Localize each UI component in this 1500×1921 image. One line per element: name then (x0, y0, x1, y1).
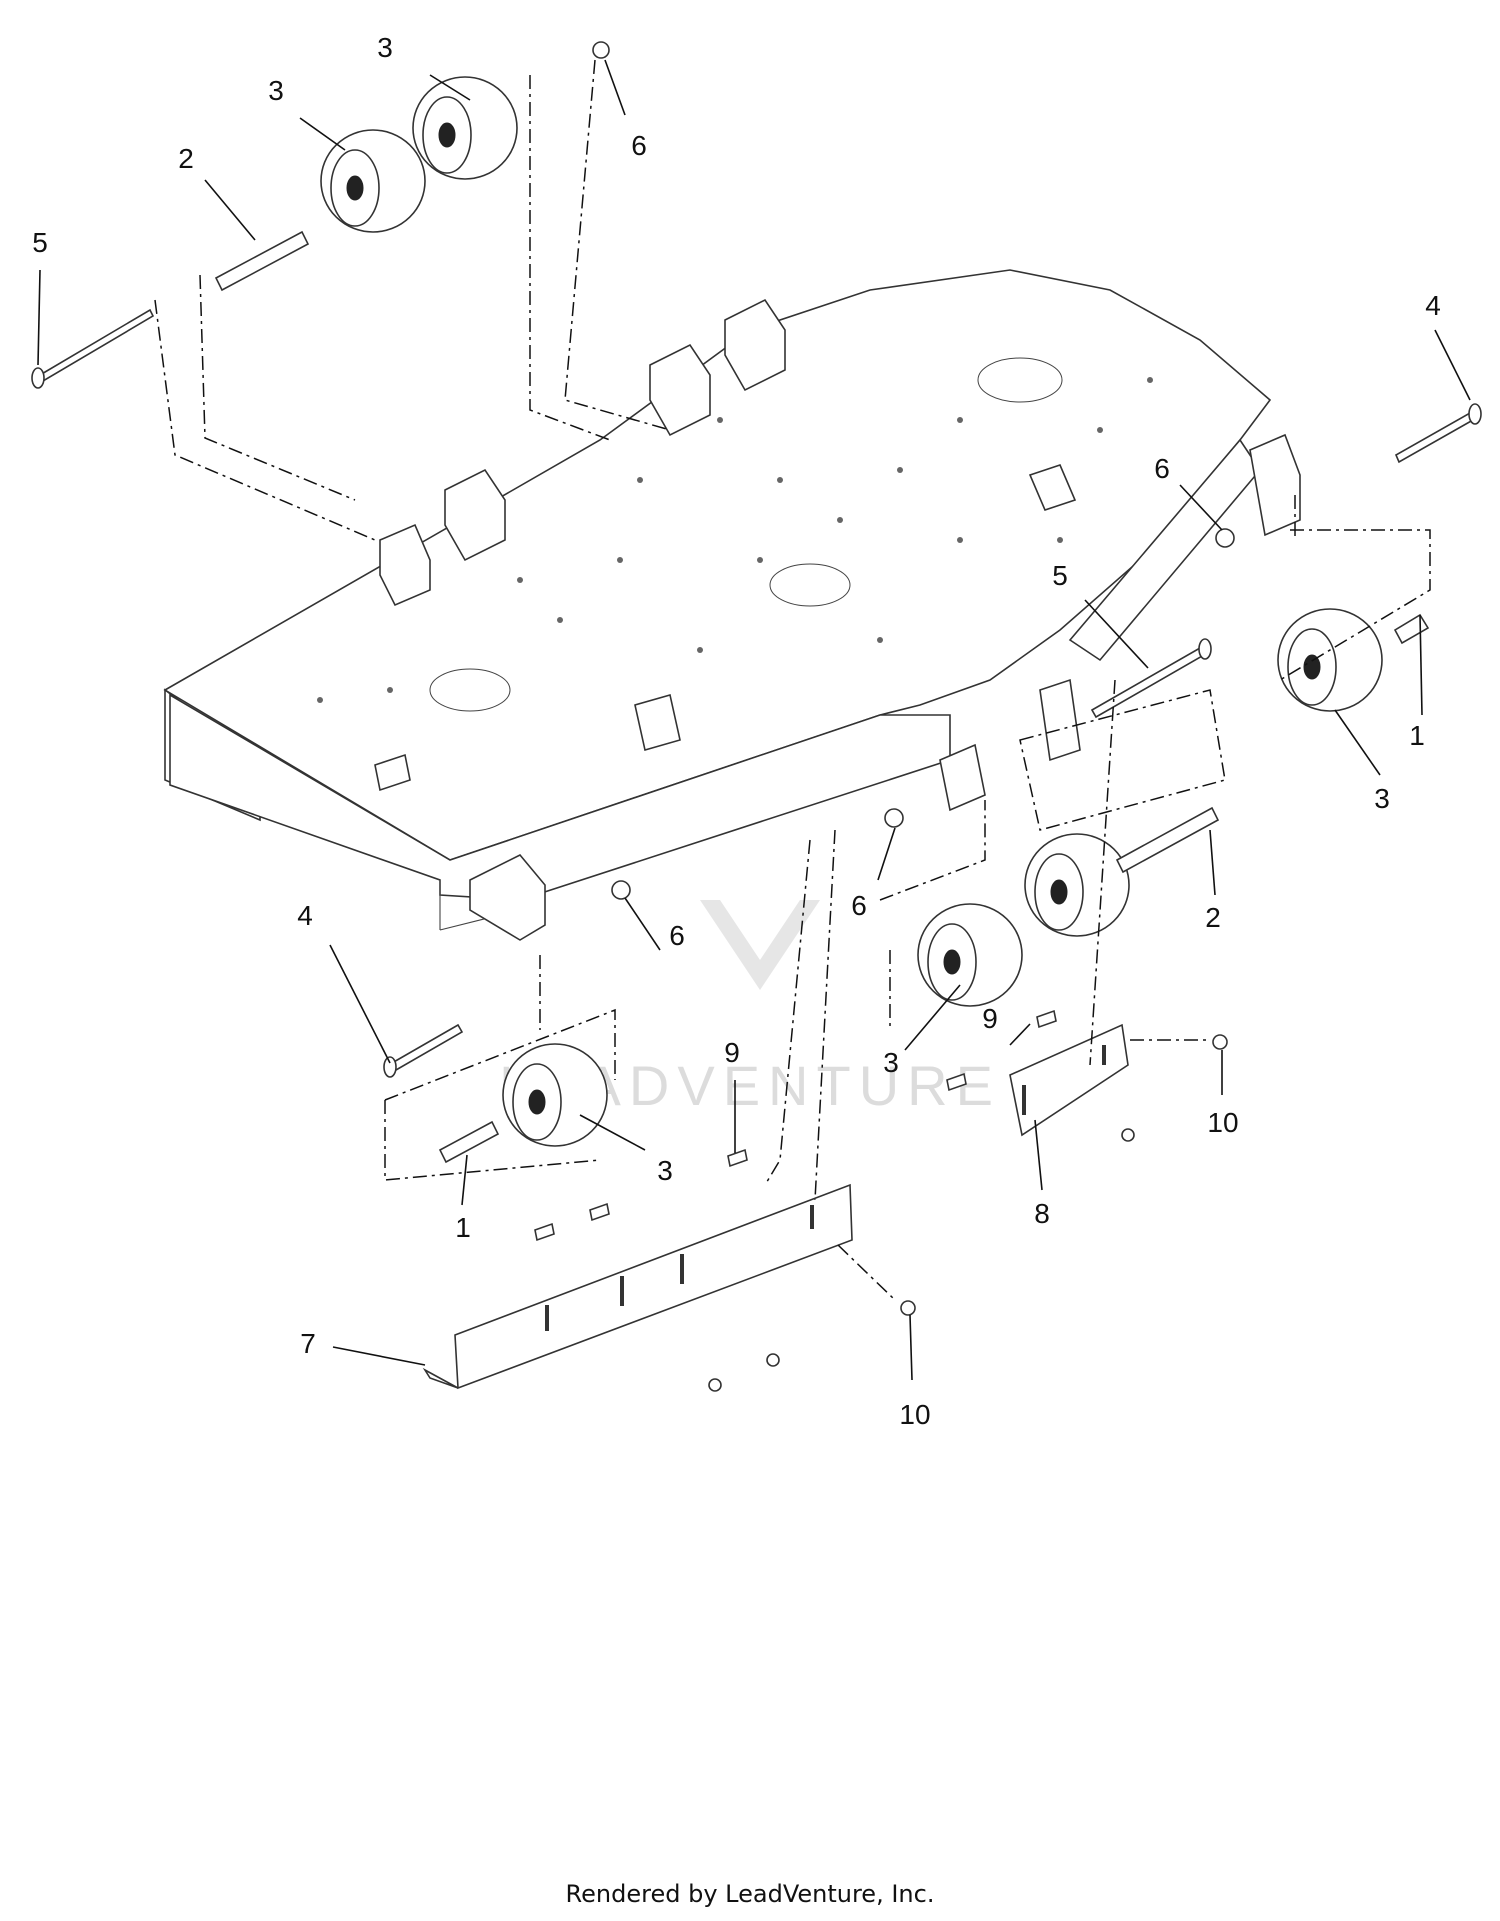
callout-3-e: 3 (657, 1155, 673, 1186)
callout-9-a: 9 (982, 1003, 998, 1034)
callout-6-b: 6 (1154, 453, 1170, 484)
wheel-rear-left-2 (412, 76, 518, 180)
callout-3-d: 3 (883, 1047, 899, 1078)
spacer-rear-left (214, 230, 310, 292)
callout-6-a: 6 (631, 130, 647, 161)
spacer-front-right (1115, 806, 1220, 874)
callout-4-a: 4 (1425, 290, 1441, 321)
callout-3-a: 3 (377, 32, 393, 63)
callout-5-b: 5 (1052, 560, 1068, 591)
baffle-front (422, 1183, 853, 1390)
leader-lines (37, 59, 1471, 1381)
callout-9-b: 9 (724, 1037, 740, 1068)
screws (534, 1009, 1057, 1242)
bolt-right-upper (1394, 403, 1482, 464)
spacer-front-left (438, 1120, 500, 1164)
callout-8: 8 (1034, 1198, 1050, 1229)
callout-2-a: 2 (178, 143, 194, 174)
bolt-rear-left (31, 308, 155, 389)
spacer-right (1393, 613, 1430, 645)
callout-6-c: 6 (851, 890, 867, 921)
bolt-front-left (383, 1023, 464, 1078)
callout-1-a: 1 (1409, 720, 1425, 751)
callout-7: 7 (300, 1328, 316, 1359)
bolt-right-mid (1090, 638, 1212, 719)
assembly-lines (154, 59, 1431, 1301)
wheel-front-left (502, 1043, 608, 1147)
wheel-front-right-2 (917, 903, 1023, 1007)
callout-6-d: 6 (669, 920, 685, 951)
footer-credit: Rendered by LeadVenture, Inc. (565, 1880, 935, 1908)
callout-1-b: 1 (455, 1212, 471, 1243)
baffle-right (1009, 1023, 1129, 1137)
callout-10-b: 10 (899, 1399, 930, 1430)
callout-10-a: 10 (1207, 1107, 1238, 1138)
callouts: 3 3 2 5 6 4 6 5 1 3 2 6 4 6 9 3 9 10 8 3… (32, 32, 1441, 1430)
nuts (592, 41, 1235, 1392)
callout-2-b: 2 (1205, 902, 1221, 933)
callout-3-b: 3 (268, 75, 284, 106)
callout-4-b: 4 (297, 900, 313, 931)
wheel-front-right-1 (1024, 833, 1130, 937)
callout-3-c: 3 (1374, 783, 1390, 814)
callout-5-a: 5 (32, 227, 48, 258)
wheel-rear-left-1 (320, 129, 426, 233)
mower-deck (163, 269, 1301, 941)
wheel-right-outer (1277, 608, 1383, 712)
